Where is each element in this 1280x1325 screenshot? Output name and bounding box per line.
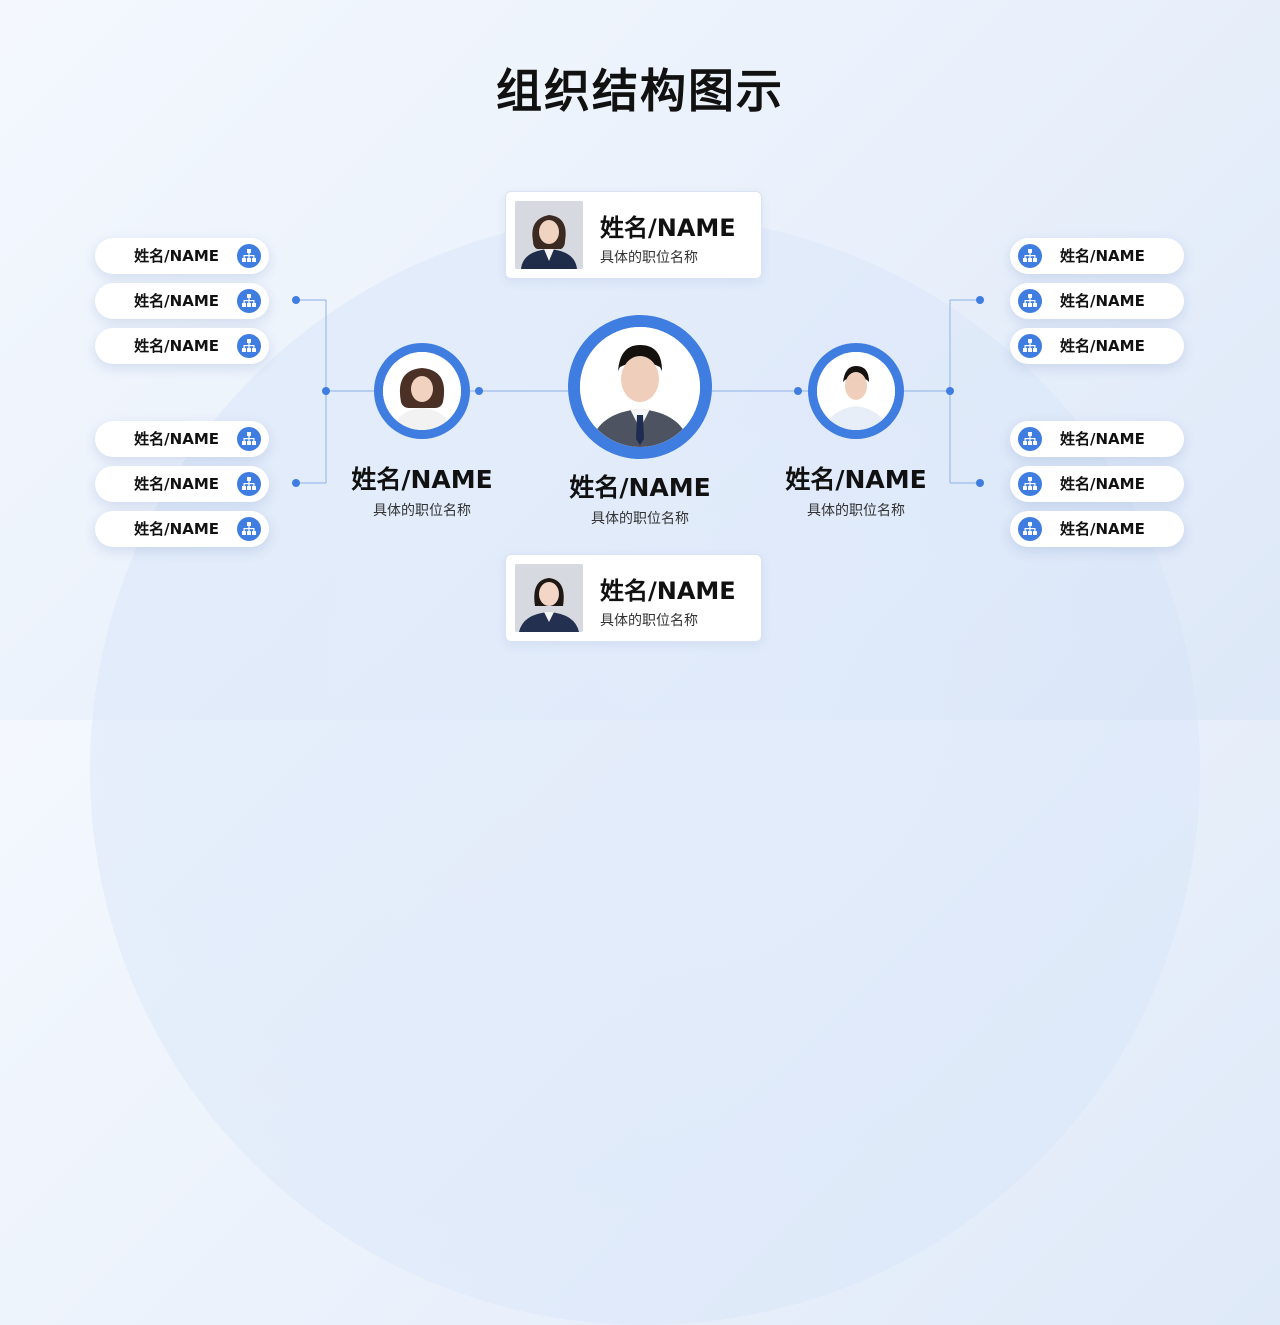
- left-pill[interactable]: 姓名/NAME: [95, 283, 269, 319]
- org-chart-icon: [1018, 289, 1042, 313]
- center-node-name: 姓名/NAME: [569, 473, 711, 502]
- org-chart-icon: [237, 244, 261, 268]
- left-pill[interactable]: 姓名/NAME: [95, 238, 269, 274]
- right-pill[interactable]: 姓名/NAME: [1010, 328, 1184, 364]
- org-chart-icon: [1018, 517, 1042, 541]
- right-pill[interactable]: 姓名/NAME: [1010, 283, 1184, 319]
- pill-label: 姓名/NAME: [1060, 247, 1145, 265]
- connector-lines: [292, 296, 984, 487]
- right-pill[interactable]: 姓名/NAME: [1010, 466, 1184, 502]
- right-node-avatar-ring[interactable]: [808, 343, 904, 439]
- avatar: [580, 327, 700, 447]
- org-chart-icon: [237, 427, 261, 451]
- pill-label: 姓名/NAME: [134, 430, 219, 448]
- pill-label: 姓名/NAME: [134, 337, 219, 355]
- pill-label: 姓名/NAME: [134, 475, 219, 493]
- org-chart-icon: [1018, 472, 1042, 496]
- pill-label: 姓名/NAME: [1060, 337, 1145, 355]
- left-pill[interactable]: 姓名/NAME: [95, 421, 269, 457]
- pill-label: 姓名/NAME: [1060, 520, 1145, 538]
- center-node-role: 具体的职位名称: [591, 511, 689, 527]
- org-chart-icon: [237, 517, 261, 541]
- center-node-avatar-ring[interactable]: [568, 315, 712, 459]
- pill-label: 姓名/NAME: [1060, 430, 1145, 448]
- org-chart-icon: [1018, 427, 1042, 451]
- pill-label: 姓名/NAME: [134, 520, 219, 538]
- left-pill[interactable]: 姓名/NAME: [95, 466, 269, 502]
- avatar: [383, 352, 461, 430]
- avatar: [817, 352, 895, 430]
- org-chart-icon: [237, 472, 261, 496]
- org-chart-icon: [1018, 244, 1042, 268]
- pill-label: 姓名/NAME: [134, 247, 219, 265]
- right-node-role: 具体的职位名称: [807, 503, 905, 519]
- pill-label: 姓名/NAME: [1060, 475, 1145, 493]
- bottom-card-role: 具体的职位名称: [600, 613, 698, 629]
- left-node-avatar-ring[interactable]: [374, 343, 470, 439]
- right-pill[interactable]: 姓名/NAME: [1010, 511, 1184, 547]
- org-chart-icon: [237, 289, 261, 313]
- right-node-name: 姓名/NAME: [785, 465, 927, 494]
- top-card-name: 姓名/NAME: [600, 214, 736, 242]
- left-pill[interactable]: 姓名/NAME: [95, 328, 269, 364]
- left-node-role: 具体的职位名称: [373, 503, 471, 519]
- pill-label: 姓名/NAME: [134, 292, 219, 310]
- top-card-role: 具体的职位名称: [600, 250, 698, 266]
- right-pill[interactable]: 姓名/NAME: [1010, 238, 1184, 274]
- top-card[interactable]: 姓名/NAME 具体的职位名称: [505, 191, 762, 279]
- pill-label: 姓名/NAME: [1060, 292, 1145, 310]
- bottom-card[interactable]: 姓名/NAME 具体的职位名称: [505, 554, 762, 642]
- left-pill[interactable]: 姓名/NAME: [95, 511, 269, 547]
- avatar: [515, 201, 583, 269]
- right-pill[interactable]: 姓名/NAME: [1010, 421, 1184, 457]
- page-title: 组织结构图示: [496, 64, 784, 118]
- avatar: [515, 564, 583, 632]
- org-chart-icon: [1018, 334, 1042, 358]
- left-node-name: 姓名/NAME: [351, 465, 493, 494]
- bottom-card-name: 姓名/NAME: [600, 577, 736, 605]
- org-chart-icon: [237, 334, 261, 358]
